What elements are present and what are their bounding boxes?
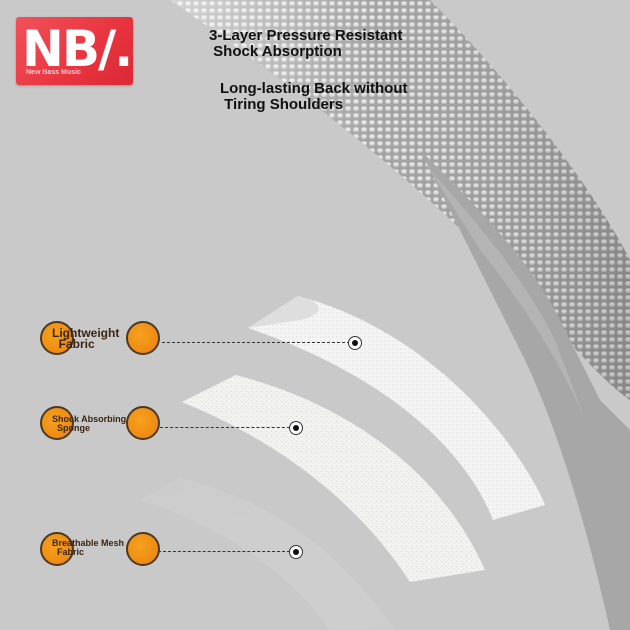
- callout-breathable-mesh: Breathable Mesh Fabric: [40, 531, 160, 566]
- logo-mark: NB/.: [22, 20, 133, 78]
- headline-long-lasting: Long-lasting Back without Tiring Shoulde…: [220, 80, 408, 113]
- breathable-mesh-layer: [140, 478, 395, 630]
- logo-tagline: New Bass Music: [26, 69, 81, 76]
- strap-edge-band: [420, 150, 630, 630]
- pointer-pin-icon: [289, 545, 303, 559]
- callout-label: Lightweight Fabric: [52, 326, 120, 351]
- pointer-pin-icon: [348, 336, 362, 350]
- callout-badge-right: [126, 406, 160, 440]
- callout-badge-right: [126, 321, 160, 355]
- brand-logo: NB/. New Bass Music: [16, 17, 133, 85]
- pointer-pin-icon: [289, 421, 303, 435]
- callout-badge-right: [126, 532, 160, 566]
- callout-lightweight-fabric: Lightweight Fabric: [40, 320, 160, 355]
- leader-line: [160, 427, 290, 428]
- headline-pressure-resistant: 3-Layer Pressure Resistant Shock Absorpt…: [209, 27, 403, 60]
- leader-line: [162, 342, 350, 343]
- callout-label: Shock Absorbing Sponge: [52, 414, 127, 433]
- callout-shock-sponge: Shock Absorbing Sponge: [40, 405, 160, 440]
- leader-line: [158, 551, 290, 552]
- sponge-layer: [182, 375, 485, 582]
- callout-badge-left: [40, 532, 74, 566]
- fabric-layer: [248, 296, 545, 520]
- callout-badge-left: [40, 406, 74, 440]
- callout-label: Breathable Mesh Fabric: [52, 538, 125, 557]
- callout-badge-left: [40, 321, 74, 355]
